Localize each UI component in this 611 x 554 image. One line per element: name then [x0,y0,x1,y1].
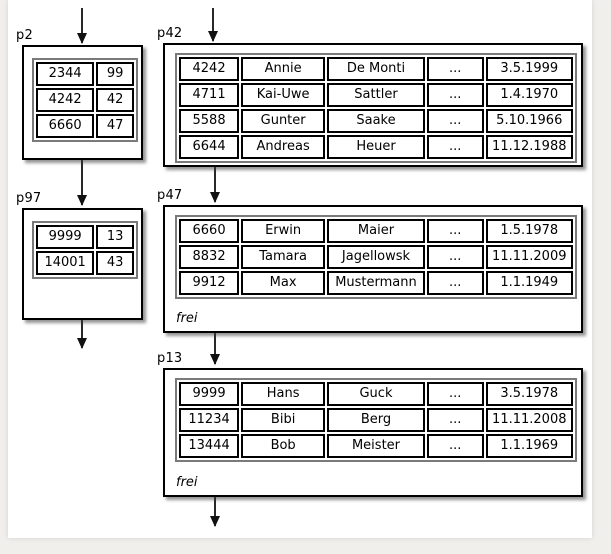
table-cell: 9912 [179,271,240,295]
table-cell: Sattler [327,83,425,107]
table-cell: 11.12.1988 [485,135,573,159]
table-cell: Erwin [241,219,326,243]
table-cell: ... [426,408,484,432]
table-cell: 13 [96,225,134,249]
table-cell: Tamara [241,245,326,269]
table-cell: 99 [96,62,134,86]
table-cell: ... [426,83,484,107]
page-label-p42: p42 [157,26,183,41]
table-cell: 2344 [36,62,95,86]
table-cell: ... [426,219,484,243]
free-space-label-p47: frei [176,311,198,326]
free-space-label-p13: frei [176,475,198,490]
table-cell: 11234 [179,408,240,432]
table-cell: 3.5.1999 [485,57,573,81]
table-cell: 43 [96,251,134,275]
table-cell: 1.1.1949 [485,271,573,295]
table-cell: 11.11.2008 [485,408,573,432]
table-cell: ... [426,135,484,159]
table-cell: 6644 [179,135,240,159]
table-cell: Max [241,271,326,295]
table-cell: Jagellowsk [327,245,425,269]
table-cell: 8832 [179,245,240,269]
table-cell: ... [426,109,484,133]
table-cell: Heuer [327,135,425,159]
page-label-p13: p13 [157,351,183,366]
table-cell: ... [426,57,484,81]
table-cell: ... [426,382,484,406]
table-cell: ... [426,245,484,269]
table-cell: 4242 [36,88,95,112]
table-cell: 4711 [179,83,240,107]
table-cell: Guck [327,382,425,406]
table-cell: 5.10.1966 [485,109,573,133]
table-cell: 14001 [36,251,95,275]
table-cell: Bob [241,434,326,458]
table-cell: Meister [327,434,425,458]
table-cell: 11.11.2009 [485,245,573,269]
table-cell: 1.1.1969 [485,434,573,458]
table-cell: 1.4.1970 [485,83,573,107]
table-cell: Gunter [241,109,326,133]
table-cell: 3.5.1978 [485,382,573,406]
table-cell: ... [426,271,484,295]
table-cell: 9999 [179,382,240,406]
table-cell: 13444 [179,434,240,458]
table-cell: Mustermann [327,271,425,295]
table-cell: Andreas [241,135,326,159]
table-cell: ... [426,434,484,458]
table-cell: Annie [241,57,326,81]
table-cell: Maier [327,219,425,243]
table-cell: 6660 [179,219,240,243]
table-cell: 6660 [36,114,95,138]
table-cell: 9999 [36,225,95,249]
table-cell: Berg [327,408,425,432]
table-cell: Hans [241,382,326,406]
page-label-p2: p2 [16,28,33,43]
table-cell: 47 [96,114,134,138]
table-cell: Bibi [241,408,326,432]
table-cell: 5588 [179,109,240,133]
page-label-p97: p97 [16,191,42,206]
table-cell: Saake [327,109,425,133]
table-cell: 4242 [179,57,240,81]
table-cell: De Monti [327,57,425,81]
page-label-p47: p47 [157,188,183,203]
table-cell: Kai-Uwe [241,83,326,107]
table-cell: 42 [96,88,134,112]
table-cell: 1.5.1978 [485,219,573,243]
